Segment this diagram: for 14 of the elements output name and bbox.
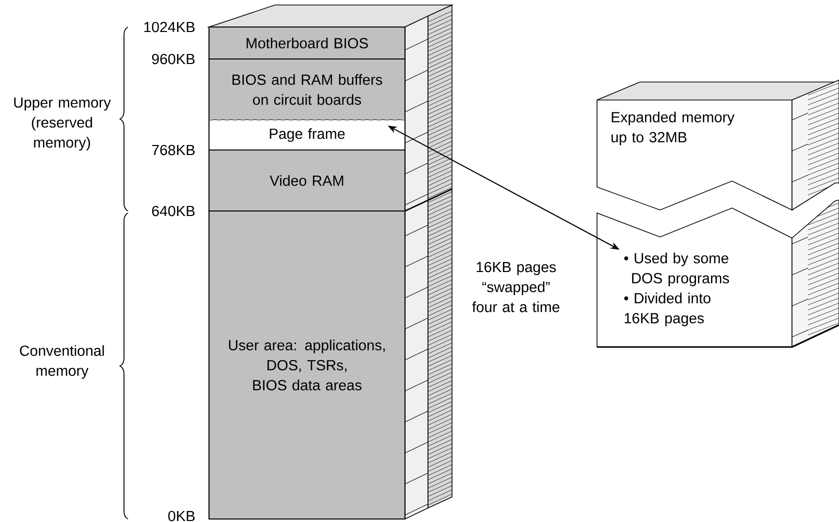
memory-band: BIOS and RAM buffers on circuit boards — [208, 58, 406, 121]
memory-address: 0KB — [168, 510, 195, 522]
memory-address: 768KB — [152, 144, 195, 156]
memory-band: Page frame — [208, 120, 406, 150]
memory-address: 640KB — [152, 206, 195, 216]
block-text: Expanded memory up to 32MB — [612, 112, 734, 146]
memory-band: Motherboard BIOS — [208, 26, 406, 60]
bullet-list: • Used by some DOS programs • Divided into 16KB pages — [624, 252, 729, 326]
memory-address: 1024KB — [144, 22, 195, 32]
region-label: Upper memory (reserved memory) — [14, 97, 111, 151]
memory-band: Video RAM — [208, 149, 406, 212]
edge-label: 16KB pages “swapped” four at a time — [472, 262, 560, 312]
memory-address: 960KB — [152, 54, 195, 64]
region-label: Conventional memory — [20, 345, 104, 379]
